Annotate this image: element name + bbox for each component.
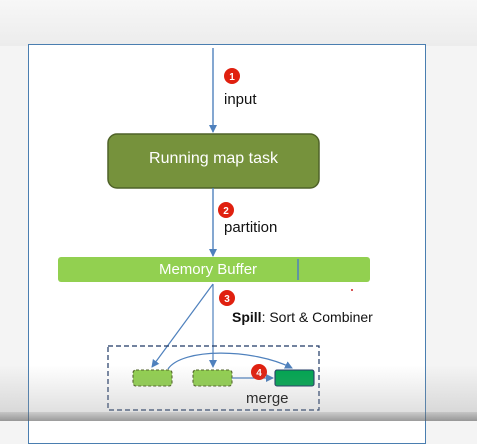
step-number-3: 3 bbox=[224, 294, 230, 305]
partition-label: partition bbox=[224, 219, 278, 236]
spill-label-bold: Spill bbox=[232, 309, 262, 325]
step-number-4: 4 bbox=[256, 368, 262, 379]
spill-file-1 bbox=[132, 369, 173, 387]
step-badge-3: 3 bbox=[219, 290, 235, 306]
bottom-edge bbox=[0, 412, 477, 421]
memory-buffer-bar bbox=[58, 257, 370, 282]
map-task-label: Running map task bbox=[149, 150, 278, 167]
diagram-graphics: 1 2 3 4 bbox=[58, 48, 370, 411]
spill-arrow-1 bbox=[151, 283, 214, 368]
input-label: input bbox=[224, 91, 257, 108]
spill-label-rest: : Sort & Combiner bbox=[261, 309, 373, 325]
top-bar bbox=[0, 0, 477, 46]
memory-buffer-label: Memory Buffer bbox=[158, 261, 258, 278]
spill-container bbox=[107, 345, 320, 411]
spill-file-2 bbox=[192, 369, 233, 387]
merge-label: merge bbox=[246, 390, 289, 407]
spill-label: Spill: Sort & Combiner bbox=[232, 309, 373, 325]
step-badge-4: 4 bbox=[251, 364, 267, 380]
step-number-1: 1 bbox=[229, 72, 235, 83]
step-number-2: 2 bbox=[223, 206, 229, 217]
merged-file bbox=[274, 369, 315, 387]
red-dot bbox=[351, 289, 353, 291]
step-badge-2: 2 bbox=[218, 202, 234, 218]
step-badge-1: 1 bbox=[224, 68, 240, 84]
merge-arc bbox=[167, 352, 293, 370]
